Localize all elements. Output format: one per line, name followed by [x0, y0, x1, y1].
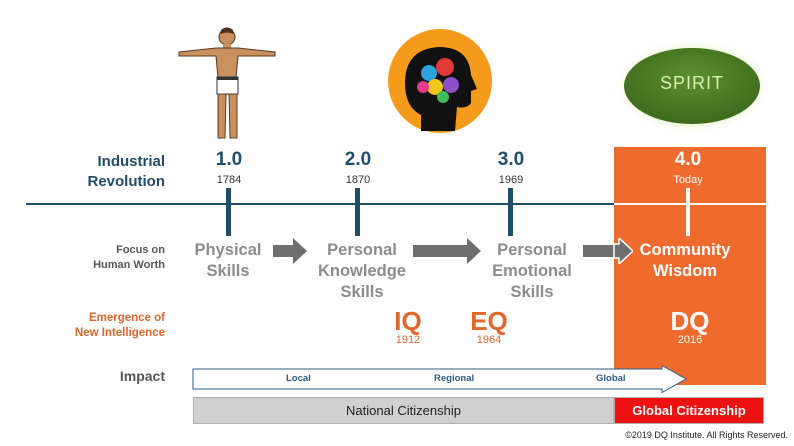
impact-global: Global: [596, 373, 626, 384]
skill-physical-line2: Skills: [206, 262, 250, 280]
arrow-right-icon-3: [583, 238, 633, 264]
skill-emotional-line3: Skills: [510, 283, 554, 301]
skill-community-wisdom: Community Wisdom: [630, 240, 740, 282]
eq-label: EQ: [470, 306, 508, 336]
arrow-right-icon-2: [413, 238, 481, 264]
version-4: 4.0: [674, 149, 702, 170]
skill-knowledge-line3: Skills: [340, 283, 384, 301]
skill-community-line1: Community: [639, 241, 731, 259]
skill-knowledge-line1: Personal: [327, 241, 397, 259]
impact-arrow: [192, 365, 687, 393]
skill-emotional-line2: Emotional: [492, 262, 572, 280]
iq-year: 1912: [395, 334, 421, 346]
version-4-year: Today: [673, 174, 703, 186]
focus-human-worth-label: Focus on Human Worth: [93, 243, 165, 273]
industrial-label-line1: Industrial: [97, 153, 165, 170]
skill-emotional: Personal Emotional Skills: [477, 240, 587, 303]
version-1-year: 1784: [216, 174, 242, 186]
timeline-line-future: [614, 203, 766, 205]
emergence-intelligence-label: Emergence of New Intelligence: [75, 311, 165, 341]
version-1: 1.0: [215, 149, 243, 170]
timeline-tick-1: [226, 188, 231, 236]
version-2: 2.0: [344, 149, 372, 170]
version-3: 3.0: [497, 149, 525, 170]
spirit-glow-icon: [612, 38, 772, 134]
national-citizenship-bar: National Citizenship: [193, 397, 614, 424]
impact-label: Impact: [119, 368, 165, 384]
skill-physical: Physical Skills: [173, 240, 283, 282]
skill-emotional-line1: Personal: [497, 241, 567, 259]
arrow-right-icon-1: [273, 238, 307, 264]
industrial-revolution-label: Industrial Revolution: [88, 152, 166, 192]
version-2-year: 1870: [345, 174, 371, 186]
iq-label: IQ: [394, 306, 422, 336]
version-3-year: 1969: [498, 174, 524, 186]
industrial-label-line2: Revolution: [87, 173, 166, 190]
skill-community-line2: Wisdom: [652, 262, 718, 280]
dq-label: DQ: [670, 306, 710, 336]
focus-label-line2: Human Worth: [93, 259, 165, 271]
focus-label-line1: Focus on: [116, 244, 165, 256]
global-citizenship-bar: Global Citizenship: [614, 397, 764, 424]
emergence-label-line2: New Intelligence: [74, 327, 165, 339]
impact-local: Local: [286, 373, 311, 384]
eq-year: 1964: [476, 334, 502, 346]
skill-knowledge-line2: Knowledge: [317, 262, 406, 280]
skill-knowledge: Personal Knowledge Skills: [307, 240, 417, 303]
timeline-tick-3: [508, 188, 513, 236]
human-figure-icon: [178, 27, 276, 139]
impact-regional: Regional: [434, 373, 475, 384]
skill-physical-line1: Physical: [194, 241, 262, 259]
timeline-tick-2: [355, 188, 360, 236]
emergence-label-line1: Emergence of: [88, 312, 165, 324]
industry-4-panel: [614, 147, 766, 385]
timeline-line: [26, 203, 614, 205]
brain-head-icon: [388, 29, 492, 133]
spirit-label: SPIRIT: [659, 73, 724, 93]
timeline-tick-4: [686, 188, 690, 236]
dq-year: 2016: [677, 334, 703, 346]
copyright-notice: ©2019 DQ Institute. All Rights Reserved.: [625, 430, 788, 440]
